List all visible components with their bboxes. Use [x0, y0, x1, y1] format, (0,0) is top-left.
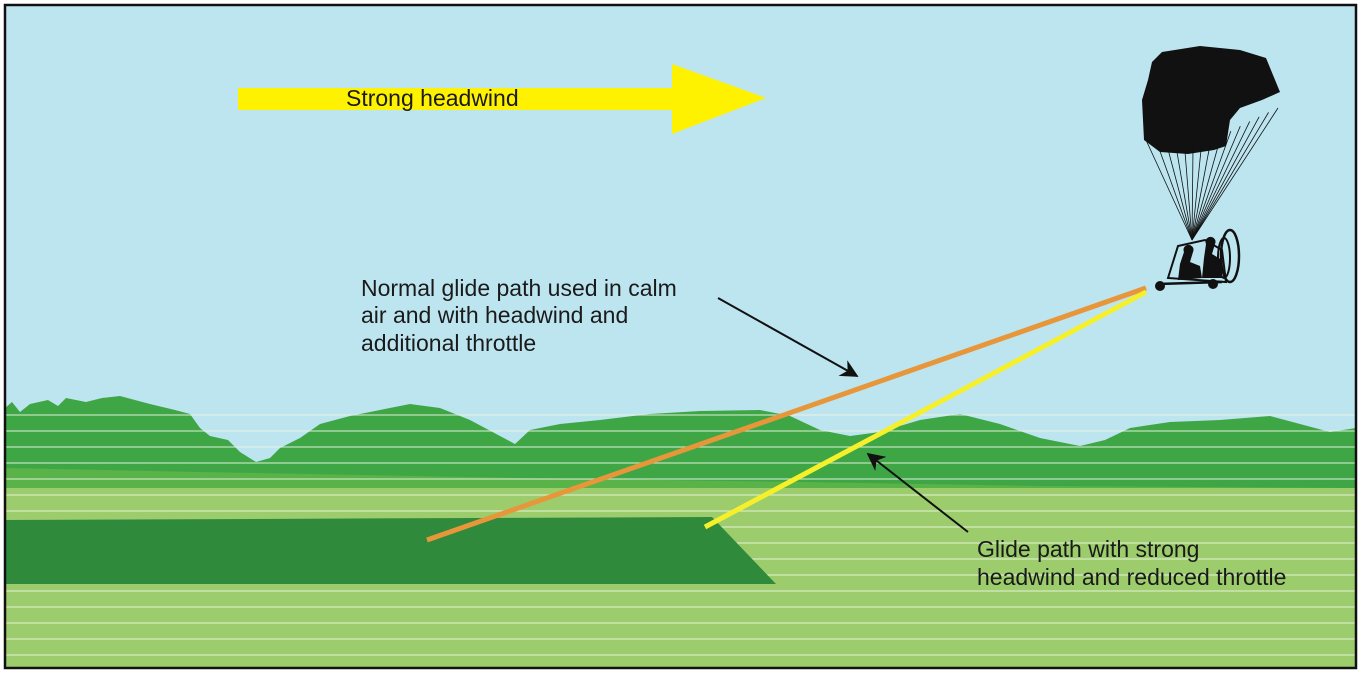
suspension-line	[1155, 138, 1193, 241]
passenger-silhouette	[1202, 236, 1222, 278]
canopy	[1142, 46, 1280, 154]
suspension-line	[1164, 137, 1193, 241]
suspension-line	[1183, 135, 1193, 241]
suspension-line	[1191, 134, 1194, 241]
strong-path-label-line-1: Glide path with strong	[977, 536, 1199, 562]
normal-path-label-line-2: air and with headwind and	[361, 302, 628, 328]
front-wheel	[1155, 281, 1165, 291]
suspension-line	[1145, 139, 1193, 241]
suspension-line	[1173, 136, 1193, 241]
suspension-line	[1191, 131, 1232, 241]
pilot-silhouette	[1178, 244, 1202, 280]
suspension-line	[1191, 107, 1279, 241]
normal-path-label-line-1: Normal glide path used in calm	[361, 275, 677, 301]
hills	[5, 396, 1356, 500]
suspension-line	[1191, 134, 1222, 241]
powered-parachute-icon	[1142, 46, 1280, 291]
strong-path-pointer	[866, 452, 969, 533]
normal-path-label: Normal glide path used in calm air and w…	[361, 275, 683, 356]
strong-headwind-glide-path	[703, 289, 1148, 530]
rear-wheel	[1208, 279, 1218, 289]
arrow-right-icon	[238, 64, 766, 134]
strong-path-label-line-2: headwind and reduced throttle	[977, 564, 1286, 590]
normal-path-pointer	[717, 297, 859, 377]
wind-arrow: Strong headwind	[238, 64, 766, 134]
wind-label: Strong headwind	[346, 85, 519, 111]
normal-path-label-line-3: additional throttle	[361, 330, 536, 356]
propeller-cage-inner	[1217, 237, 1231, 279]
suspension-line	[1191, 121, 1251, 241]
suspension-line	[1191, 133, 1213, 241]
suspension-line	[1191, 126, 1241, 241]
suspension-line	[1191, 112, 1269, 241]
normal-glide-path	[426, 285, 1147, 543]
suspension-lines	[1145, 107, 1279, 241]
propeller-cage	[1219, 228, 1241, 284]
suspension-line	[1191, 116, 1260, 241]
runway	[5, 517, 776, 584]
suspension-line	[1191, 134, 1203, 241]
strong-path-label: Glide path with strong headwind and redu…	[977, 536, 1286, 590]
frame-border	[3, 3, 1358, 670]
